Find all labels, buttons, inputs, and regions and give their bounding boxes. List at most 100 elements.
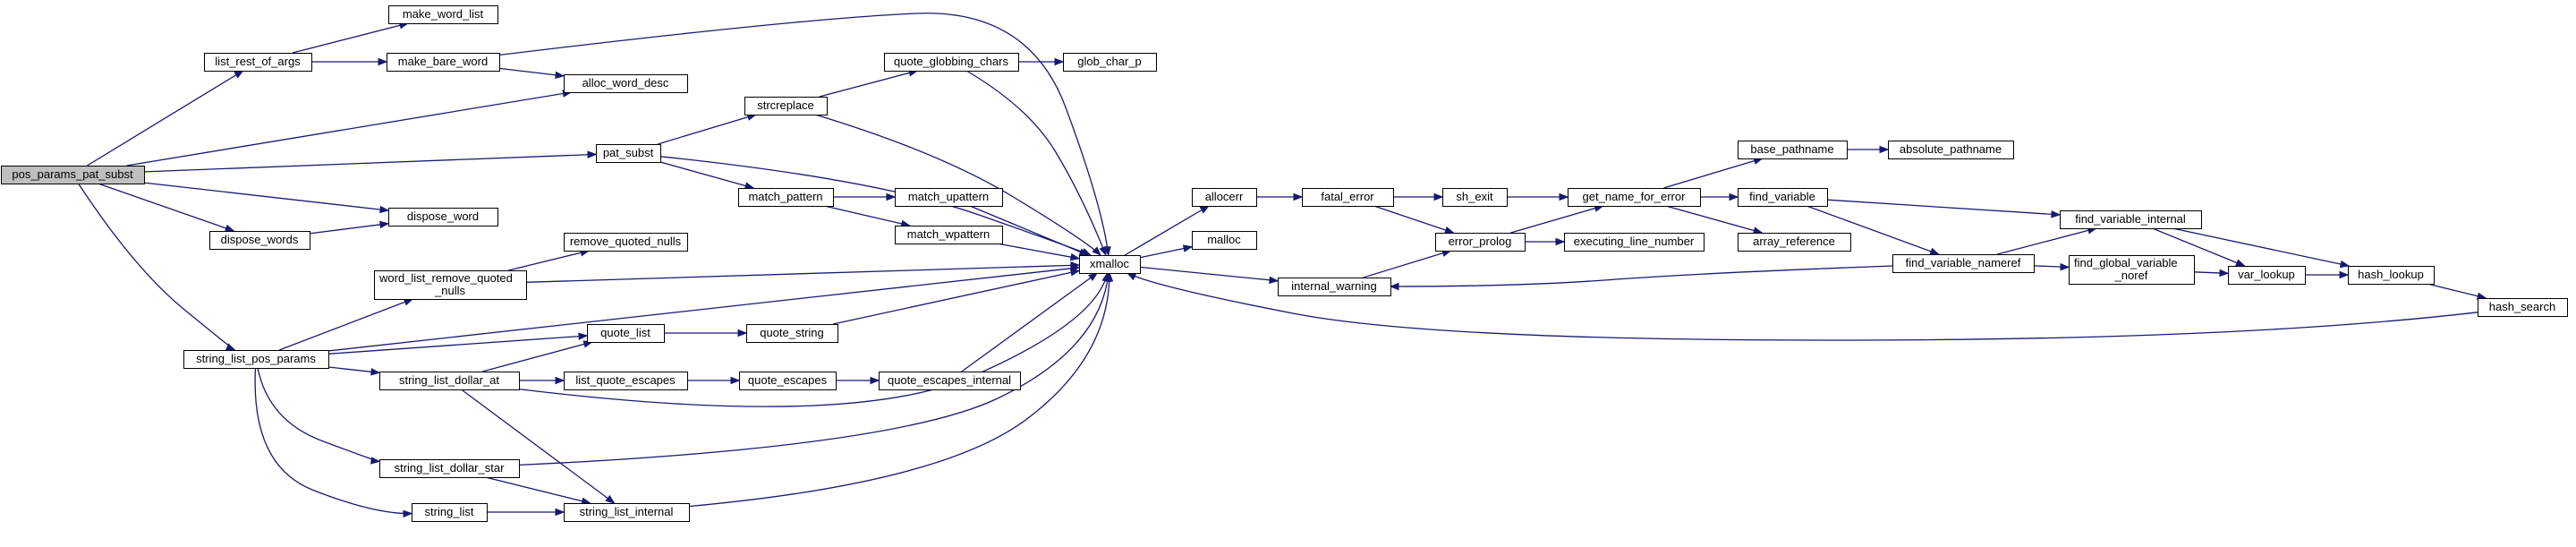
edge-quote_globbing_chars-to-glob_char_p bbox=[1018, 57, 1065, 66]
node-hash-lookup[interactable]: hash_lookup bbox=[2348, 266, 2435, 285]
node-quote-globbing-chars[interactable]: quote_globbing_chars bbox=[884, 53, 1019, 72]
node-match-pattern[interactable]: match_pattern bbox=[738, 188, 834, 207]
node-box bbox=[204, 53, 312, 72]
edge-match_upattern-to-xmalloc bbox=[969, 205, 1090, 256]
node-word-list-remove-quoted-nulls[interactable]: word_list_remove_quoted_nulls bbox=[374, 270, 527, 300]
edge-list_quote_escapes-to-quote_escapes bbox=[687, 376, 741, 385]
node-pat-subst[interactable]: pat_subst bbox=[596, 144, 661, 163]
edge-string_list_dollar_at-to-string_list_internal bbox=[461, 389, 616, 504]
edge-fatal_error-to-sh_exit bbox=[1393, 192, 1444, 201]
node-find-variable-internal[interactable]: find_variable_internal bbox=[2060, 210, 2202, 229]
edge-line bbox=[498, 67, 565, 77]
node-string-list[interactable]: string_list bbox=[412, 503, 488, 522]
node-glob-char-p[interactable]: glob_char_p bbox=[1063, 53, 1157, 72]
node-dispose-word[interactable]: dispose_word bbox=[388, 208, 498, 226]
edge-sh_exit-to-get_name_for_error bbox=[1507, 192, 1569, 201]
node-find-global-variable-noref[interactable]: find_global_variable_noref bbox=[2069, 255, 2195, 285]
arrowhead-icon bbox=[2235, 259, 2246, 267]
node-string-list-dollar-star[interactable]: string_list_dollar_star bbox=[379, 459, 520, 478]
node-array-reference[interactable]: array_reference bbox=[1738, 233, 1851, 252]
node-malloc[interactable]: malloc bbox=[1192, 231, 1257, 250]
node-xmalloc[interactable]: xmalloc bbox=[1079, 255, 1141, 274]
node-string-list-dollar-at[interactable]: string_list_dollar_at bbox=[379, 372, 520, 390]
node-label: hash_lookup bbox=[2358, 268, 2424, 281]
edge-line bbox=[518, 272, 1109, 466]
edge-line bbox=[498, 13, 1109, 256]
node-strcreplace[interactable]: strcreplace bbox=[744, 97, 828, 115]
edge-line bbox=[482, 341, 592, 372]
node-quote-escapes[interactable]: quote_escapes bbox=[739, 372, 837, 390]
arrowhead-icon bbox=[555, 376, 565, 385]
node-box bbox=[884, 53, 1019, 72]
node-remove-quoted-nulls[interactable]: remove_quoted_nulls bbox=[564, 233, 688, 252]
node-sh-exit[interactable]: sh_exit bbox=[1442, 188, 1508, 207]
edge-line bbox=[2152, 227, 2245, 267]
node-box bbox=[374, 270, 527, 300]
arrowhead-icon bbox=[1269, 276, 1279, 284]
node-alloc-word-desc[interactable]: alloc_word_desc bbox=[564, 74, 688, 93]
node-var-lookup[interactable]: var_lookup bbox=[2228, 266, 2306, 285]
node-find-variable-nameref[interactable]: find_variable_nameref bbox=[1892, 254, 2035, 273]
arrowhead-icon bbox=[1088, 272, 1099, 281]
edge-get_name_for_error-to-base_pathname bbox=[1663, 157, 1764, 189]
edge-string_list_dollar_star-to-xmalloc bbox=[518, 271, 1112, 466]
node-box bbox=[2060, 210, 2202, 229]
node-label: match_wpattern bbox=[907, 227, 990, 241]
node-box bbox=[1192, 188, 1257, 207]
arrowhead-icon bbox=[1293, 192, 1304, 201]
node-allocerr[interactable]: allocerr bbox=[1192, 188, 1257, 207]
arrowhead-icon bbox=[555, 508, 565, 517]
node-box bbox=[2069, 255, 2195, 285]
node-quote-escapes-internal[interactable]: quote_escapes_internal bbox=[879, 372, 1021, 390]
node-label: absolute_pathname bbox=[1900, 142, 2002, 156]
node-absolute-pathname[interactable]: absolute_pathname bbox=[1888, 141, 2014, 159]
node-make-word-list[interactable]: make_word_list bbox=[388, 5, 498, 24]
node-box bbox=[1063, 53, 1157, 72]
node-label: quote_escapes bbox=[748, 373, 828, 387]
node-label: base_pathname bbox=[1750, 142, 1833, 156]
node-get-name-for-error[interactable]: get_name_for_error bbox=[1568, 188, 1701, 207]
node-match-wpattern[interactable]: match_wpattern bbox=[895, 226, 1003, 244]
edge-match_wpattern-to-xmalloc bbox=[997, 243, 1081, 261]
node-label: hash_search bbox=[2489, 300, 2555, 313]
edge-find_variable_internal-to-var_lookup bbox=[2152, 227, 2246, 267]
arrowhead-icon bbox=[1054, 57, 1065, 66]
node-make-bare-word[interactable]: make_bare_word bbox=[387, 53, 500, 72]
node-quote-string[interactable]: quote_string bbox=[746, 324, 838, 343]
node-internal-warning[interactable]: internal_warning bbox=[1278, 278, 1391, 296]
node-list-rest-of-args[interactable]: list_rest_of_args bbox=[204, 53, 312, 72]
edge-string_list_dollar_at-to-quote_list bbox=[482, 340, 594, 372]
node-error-prolog[interactable]: error_prolog bbox=[1435, 233, 1526, 252]
edge-find_variable-to-find_variable_internal bbox=[1826, 199, 2062, 218]
arrowhead-icon bbox=[1182, 244, 1194, 252]
node-box bbox=[209, 231, 310, 250]
node-box bbox=[1435, 233, 1526, 252]
node-list-quote-escapes[interactable]: list_quote_escapes bbox=[564, 372, 688, 390]
node-find-variable[interactable]: find_variable bbox=[1738, 188, 1828, 207]
arrowhead-icon bbox=[730, 376, 741, 385]
edge-list_rest_of_args-to-make_bare_word bbox=[311, 57, 388, 66]
node-label: string_list bbox=[425, 505, 474, 518]
edge-line bbox=[1510, 205, 1603, 234]
node-dispose-words[interactable]: dispose_words bbox=[209, 231, 310, 250]
node-string-list-internal[interactable]: string_list_internal bbox=[564, 503, 690, 522]
node-hash-search[interactable]: hash_search bbox=[2478, 298, 2568, 317]
node-base-pathname[interactable]: base_pathname bbox=[1738, 141, 1848, 159]
edge-string_list-to-string_list_internal bbox=[487, 508, 565, 517]
edge-line bbox=[1126, 272, 2478, 341]
node-label: find_global_variable bbox=[2074, 256, 2178, 269]
node-box bbox=[1888, 141, 2014, 159]
edge-find_global_variable_noref-to-var_lookup bbox=[2193, 269, 2230, 278]
edge-hash_search-to-xmalloc bbox=[1126, 272, 2478, 341]
arrowhead-icon bbox=[370, 457, 381, 465]
node-match-upattern[interactable]: match_upattern bbox=[895, 188, 1003, 207]
edge-line bbox=[2172, 227, 2350, 267]
node-fatal-error[interactable]: fatal_error bbox=[1302, 188, 1394, 207]
node-box bbox=[379, 459, 520, 478]
node-box bbox=[1564, 233, 1705, 252]
edge-line bbox=[961, 272, 1098, 372]
node-executing-line-number[interactable]: executing_line_number bbox=[1564, 233, 1705, 252]
node-string-list-pos-params[interactable]: string_list_pos_params bbox=[183, 350, 329, 369]
node-quote-list[interactable]: quote_list bbox=[587, 324, 665, 343]
node-box bbox=[183, 350, 329, 369]
